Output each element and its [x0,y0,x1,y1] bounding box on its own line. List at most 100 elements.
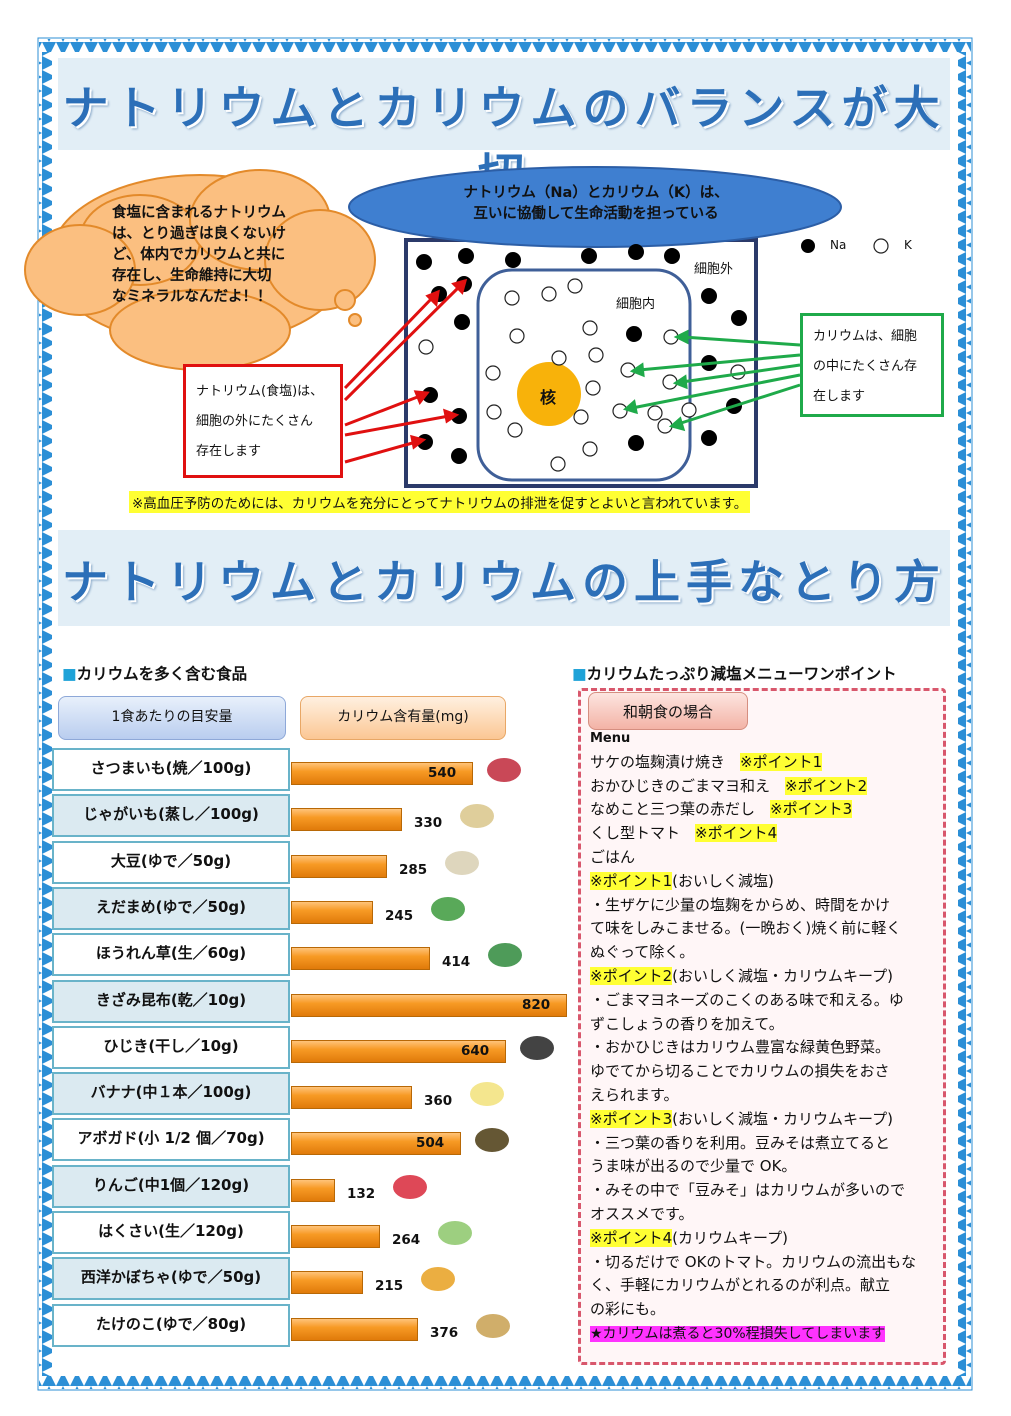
dish-name: ごはん [590,847,636,866]
foods-heading: ■カリウムを多く含む食品 [62,665,248,683]
potassium-bar [291,1318,418,1341]
sodium-line: 細胞の外にたくさん [196,414,314,429]
cell-inner [476,268,692,482]
food-label: さつまいも(焼／100g) [52,748,290,791]
potassium-box: カリウムは、細胞 の中にたくさん存 在します [800,313,944,417]
dish-point: ※ポイント2 [785,776,868,795]
dish-name: おかひじきのごまマヨ和え [590,776,771,795]
point-title: ※ポイント1(おいしく減塩) [590,870,938,894]
cell-diagram [24,166,889,488]
point-sub: (おいしく減塩) [672,871,774,890]
potassium-value: 504 [416,1135,445,1151]
potassium-value: 640 [461,1043,490,1059]
sodium-box: ナトリウム(食塩)は、 細胞の外にたくさん 存在します [183,364,343,478]
point-line: ぬぐって除く。 [590,943,695,962]
edamame-icon [431,897,465,921]
point-line: ずこしょうの香りを加えて。 [590,1014,784,1033]
point-sub: (おいしく減塩・カリウムキープ) [672,1109,893,1128]
potassium-bar [291,855,387,878]
sodium-line: 存在します [196,444,262,459]
potassium-bar [291,1132,461,1155]
potassium-value: 285 [399,862,428,878]
menu-box [578,688,946,1365]
menu-tag: 和朝食の場合 [588,692,748,730]
cloud-line: 存在し、生命維持に大切 [112,268,272,284]
potassium-value: 330 [414,815,443,831]
dish-point: ※ポイント1 [740,752,823,771]
menu-content: Menu サケの塩麹漬け焼き ※ポイント1 おかひじきのごまマヨ和え ※ポイント… [590,727,938,1347]
section-title: ナトリウムとカリウムの上手なとり方 [62,555,946,609]
potassium-line: の中にたくさん存 [813,359,918,374]
potassium-bar [291,1179,335,1202]
potassium-bar [291,1086,412,1109]
point-line: ・生ザケに少量の塩麹をからめ、時間をかけ [590,895,891,914]
menu-heading-text: カリウムたっぷり減塩メニューワンポイント [586,665,897,683]
cloud-text: 食塩に含まれるナトリウム は、とり過ぎは良くないけ ど、体内でカリウムと共に 存… [112,203,322,308]
food-label: えだまめ(ゆで／50g) [52,887,290,930]
col-potassium-header: カリウム含有量(mg) [300,696,506,740]
cloud-line: ど、体内でカリウムと共に [112,247,286,263]
nucleus-label: 核 [540,388,557,407]
spinach-icon [488,943,522,967]
cloud-line: 食塩に含まれるナトリウム [112,205,286,221]
banana-icon [470,1082,504,1106]
point-line: ・切るだけで OKのトマト。カリウムの流出もな [590,1252,917,1271]
dish-row: サケの塩麹漬け焼き ※ポイント1 [590,751,938,775]
point-label: ※ポイント4 [590,1228,673,1247]
dish-point: ※ポイント4 [695,824,778,843]
dish-row: ごはん [590,846,938,870]
potassium-bar [291,808,402,831]
top-banner: ナトリウムとカリウムのバランスが大切 [58,58,950,201]
cloud-line: なミネラルなんだよ！！ [112,289,272,305]
potassium-value: 820 [522,997,551,1013]
point-line: ・みその中で「豆みそ」はカリウムが多いので [590,1181,906,1200]
potato-icon [460,804,494,828]
avocado-icon [475,1128,509,1152]
potassium-value: 376 [430,1325,459,1341]
legend-na: Na [830,238,847,252]
point-line: く、手軽にカリウムがとれるのが利点。献立 [590,1276,891,1295]
sodium-line: ナトリウム(食塩)は、 [196,384,324,399]
cloud-line: は、とり過ぎは良くないけ [112,226,286,242]
inner-label: 細胞内 [616,297,656,312]
potassium-bar [291,1225,380,1248]
point-line: ・ごまマヨネーズのこくのある味で和える。ゆ [590,990,904,1009]
point-title: ※ポイント4(カリウムキープ) [590,1227,938,1251]
point-label: ※ポイント2 [590,966,673,985]
bamboo-shoot-icon [476,1314,510,1338]
apple-icon [393,1175,427,1199]
dish-row: なめこと三つ葉の赤だし ※ポイント3 [590,798,938,822]
middle-banner: ナトリウムとカリウムの上手なとり方 [58,530,950,626]
ellipse-text: ナトリウム（Na）とカリウム（K）は、 互いに協働して生命活動を担っている [378,183,814,225]
dish-name: くし型トマト [590,824,681,843]
ellipse-line: 互いに協働して生命活動を担っている [473,206,719,222]
point-label: ※ポイント3 [590,1109,673,1128]
potassium-value: 132 [347,1186,376,1202]
food-label: きざみ昆布(乾／10g) [52,980,290,1023]
thought-cloud [24,169,376,371]
potassium-bar [291,762,473,785]
food-label: ほうれん草(生／60g) [52,933,290,976]
sweet-potato-icon [487,758,521,782]
potassium-bar [291,947,430,970]
potassium-bar [291,901,373,924]
dish-row: おかひじきのごまマヨ和え ※ポイント2 [590,775,938,799]
pumpkin-icon [421,1267,455,1291]
banner-ellipse [348,166,842,248]
legend-k: K [904,238,912,252]
point-line: ゆでてから切ることでカリウムの損失をおさ [590,1062,890,1081]
point-label: ※ポイント1 [590,871,673,890]
point-sub: (おいしく減塩・カリウムキープ) [672,966,893,985]
potassium-line: 在します [813,389,866,404]
outer-label: 細胞外 [694,262,734,277]
food-label: はくさい(生／120g) [52,1211,290,1254]
nucleus [517,362,581,426]
dish-name: なめこと三つ葉の赤だし [590,800,756,819]
food-label: 西洋かぼちゃ(ゆで／50g) [52,1257,290,1300]
col-serving-header: 1食あたりの目安量 [58,696,286,740]
dish-name: サケの塩麹漬け焼き [590,752,726,771]
potassium-value: 264 [392,1232,421,1248]
menu-label: Menu [590,731,631,746]
point-line: えられます。 [590,1085,679,1104]
